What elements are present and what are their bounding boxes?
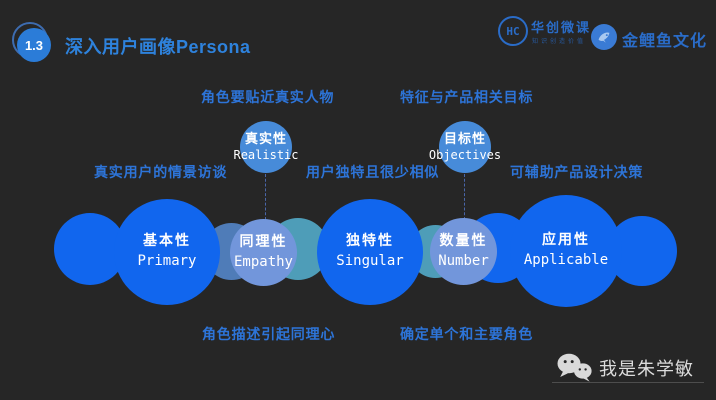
footer-divider-line: [552, 382, 704, 383]
bubble-primary-label-zh: 基本性: [143, 233, 191, 250]
bubble-empathy-label-en: Empathy: [233, 253, 293, 270]
bubble-applicable-label-zh: 应用性: [542, 232, 590, 249]
annotation-objectives-note: 特征与产品相关目标: [400, 89, 534, 105]
page-title: 深入用户画像Persona: [65, 37, 251, 57]
bubble-singular-label-en: Singular: [336, 253, 404, 269]
bubble-number-label-zh: 数量性: [439, 232, 488, 249]
objectives-circle: [439, 121, 491, 173]
annotation-empathy-note: 角色描述引起同理心: [202, 326, 336, 342]
objectives-label-en: Objectives: [428, 148, 502, 162]
bubble-primary: 基本性 Primary: [114, 199, 220, 305]
annotation-singular-note: 用户独特且很少相似: [306, 164, 440, 180]
hc-logo-icon: HC: [498, 16, 528, 46]
realistic-circle: [240, 121, 292, 173]
annotation-realistic-note: 角色要贴近真实人物: [201, 89, 335, 105]
bubble-number-label-en: Number: [438, 252, 489, 269]
satellite-realistic: 真实性 Realistic: [216, 121, 316, 177]
dashed-connector-left: [265, 174, 266, 220]
annotation-number-note: 确定单个和主要角色: [400, 326, 534, 342]
annotation-applicable-note: 可辅助产品设计决策: [510, 164, 644, 180]
objectives-label-zh: 目标性: [443, 132, 486, 147]
annotation-primary-note: 真实用户的情景访谈: [94, 164, 228, 180]
bubble-applicable-label-en: Applicable: [523, 252, 609, 268]
bubble-applicable: 应用性 Applicable: [510, 195, 622, 307]
bubble-empathy: 同理性 Empathy: [230, 219, 297, 286]
bubble-singular: 独特性 Singular: [317, 199, 423, 305]
realistic-label-en: Realistic: [233, 148, 299, 162]
hc-brand-tagline: 知识创造价值: [532, 39, 587, 45]
dashed-connector-right: [464, 174, 465, 220]
bubble-singular-label-zh: 独特性: [346, 233, 394, 250]
bubble-primary-label-en: Primary: [137, 253, 197, 269]
koi-fish-icon: [591, 24, 617, 50]
realistic-label-zh: 真实性: [244, 132, 287, 147]
wechat-watermark-name: 我是朱学敏: [599, 359, 694, 379]
section-number-badge: 1.3: [17, 28, 51, 62]
bubble-empathy-label-zh: 同理性: [239, 233, 288, 250]
hc-brand-name: 华创微课: [531, 20, 592, 35]
satellite-objectives: 目标性 Objectives: [415, 121, 515, 177]
bubble-number: 数量性 Number: [430, 218, 497, 285]
wechat-icon: [556, 352, 592, 387]
koi-brand-name: 金鲤鱼文化: [622, 33, 708, 50]
